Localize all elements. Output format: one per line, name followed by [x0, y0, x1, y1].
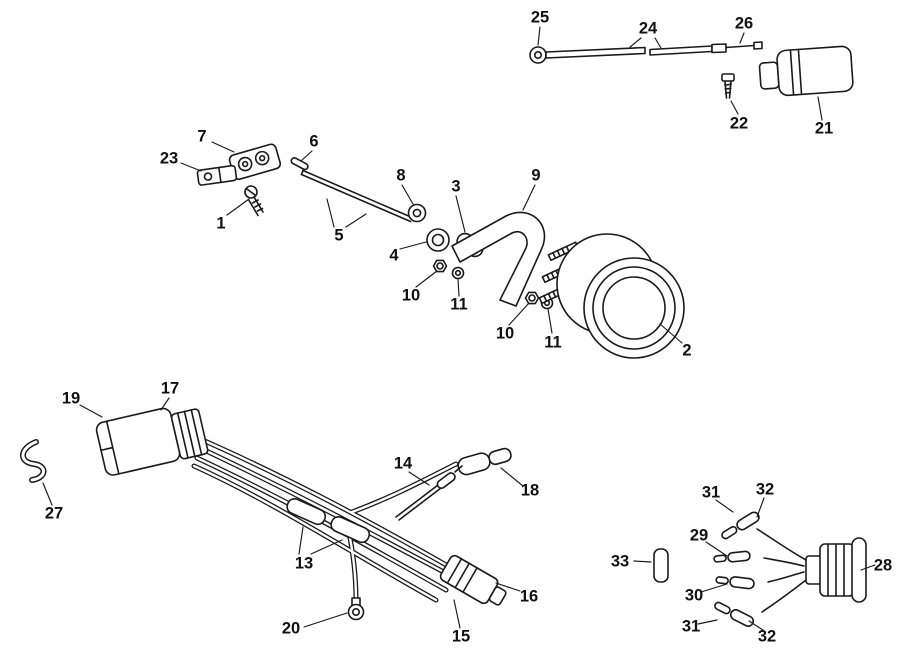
callout-4: 4	[389, 246, 399, 265]
callout-11-b: 11	[544, 333, 562, 352]
nut	[524, 291, 540, 305]
ring-terminal	[347, 597, 365, 621]
sender-assembly	[653, 511, 867, 627]
bullet-terminal	[713, 550, 751, 563]
bullet-terminal	[714, 601, 755, 627]
callout-17: 17	[160, 379, 180, 398]
wiring-harness	[20, 407, 512, 621]
callout-23: 23	[159, 149, 179, 168]
callout-1: 1	[216, 214, 226, 233]
harness-plug	[95, 407, 209, 476]
callout-7: 7	[197, 127, 207, 146]
callout-29: 29	[689, 526, 709, 545]
callout-22: 22	[729, 114, 749, 133]
callout-2: 2	[682, 341, 692, 360]
clip	[196, 164, 238, 186]
tachometer-cable	[529, 41, 763, 64]
callout-33: 33	[610, 552, 630, 571]
bullet-terminal	[721, 511, 760, 540]
callout-9: 9	[531, 166, 541, 185]
switch-block	[228, 143, 282, 181]
screw	[244, 185, 264, 217]
callout-3: 3	[451, 177, 461, 196]
lead-wire	[395, 465, 463, 521]
callout-25: 25	[530, 8, 550, 27]
tachometer-gauge	[538, 233, 685, 359]
callout-10-b: 10	[495, 324, 515, 343]
mounting-bracket	[451, 211, 546, 307]
callout-14: 14	[393, 454, 413, 473]
sender-body	[805, 537, 867, 603]
link-rod	[300, 169, 413, 223]
callout-24: 24	[638, 19, 658, 38]
callout-11-a: 11	[450, 295, 468, 314]
callout-19: 19	[61, 389, 81, 408]
rod-end-eyelet	[407, 203, 427, 223]
nut	[432, 259, 448, 273]
connector-boot	[758, 45, 854, 97]
callout-15: 15	[451, 627, 471, 646]
insulator-sleeve	[653, 548, 669, 583]
washer	[451, 266, 465, 280]
callout-32-a: 32	[755, 480, 775, 499]
pin	[290, 157, 309, 171]
bullet-terminal	[715, 576, 755, 590]
harness-connector	[439, 554, 507, 606]
leader-lines	[42, 26, 876, 631]
callout-10-a: 10	[401, 286, 421, 305]
sleeve	[286, 497, 327, 526]
callout-26: 26	[734, 14, 754, 33]
callout-31-a: 31	[701, 483, 721, 502]
retainer-clip	[20, 439, 47, 483]
callout-20: 20	[281, 619, 301, 638]
callout-32-b: 32	[757, 627, 777, 646]
grommet	[426, 228, 450, 252]
callout-31-b: 31	[681, 617, 701, 636]
bolt	[721, 73, 735, 99]
callout-27: 27	[44, 504, 64, 523]
callout-6: 6	[309, 132, 319, 151]
callout-8: 8	[396, 166, 406, 185]
callout-16: 16	[519, 587, 539, 606]
callout-13: 13	[294, 554, 314, 573]
callout-30: 30	[684, 586, 704, 605]
callout-5: 5	[334, 226, 344, 245]
sleeve	[330, 515, 371, 544]
callout-28: 28	[873, 556, 893, 575]
fuse-holder	[457, 447, 512, 476]
callout-21: 21	[814, 119, 834, 138]
callout-18: 18	[520, 481, 540, 500]
